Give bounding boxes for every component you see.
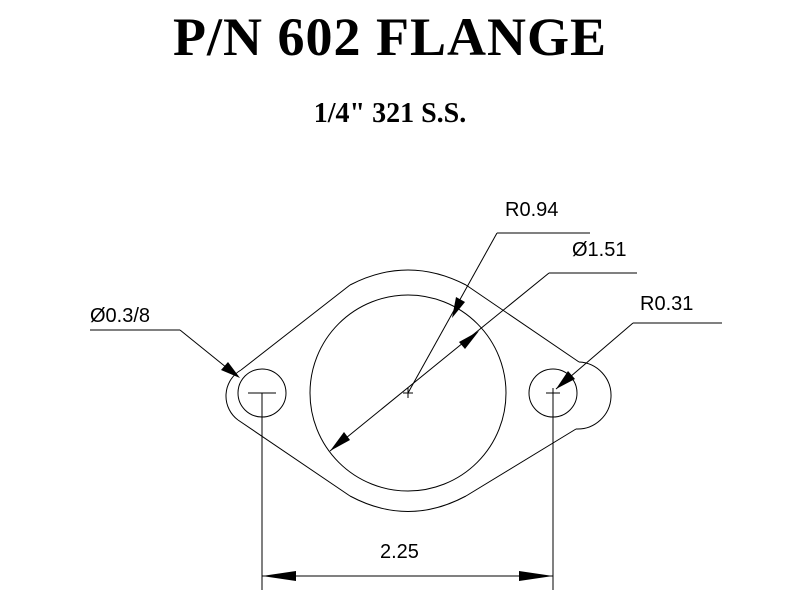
outline-top-right-edge (465, 284, 580, 363)
outline-bottom-left-edge (237, 419, 351, 497)
right-ear-arc (575, 361, 612, 430)
ear-radius-callout: R0.31 (555, 293, 722, 390)
lobe-radius-label: R0.94 (505, 199, 558, 221)
bore-diameter-callout: Ø1.51 (329, 239, 637, 452)
part-title: P/N 602 FLANGE (172, 7, 607, 67)
right-bolt-hole-center-mark (546, 388, 560, 590)
bore-circle (309, 294, 507, 492)
outline-top-left-edge (240, 284, 351, 371)
left-ear-arc (225, 369, 242, 421)
left-bolt-hole-center-mark (248, 392, 276, 590)
ear-radius-label: R0.31 (640, 293, 693, 315)
lobe-radius-callout: R0.94 (407, 199, 590, 394)
material-subtitle: 1/4" 321 S.S. (313, 98, 467, 129)
bore-diameter-label: Ø1.51 (572, 239, 626, 261)
outline-top-lobe-arc (349, 269, 467, 286)
bolt-hole-diameter-label: Ø0.3/8 (90, 305, 150, 327)
bolt-hole-diameter-callout: Ø0.3/8 (90, 305, 240, 378)
bolt-spacing-dimension: 2.25 (262, 541, 553, 581)
outline-bottom-lobe-arc (349, 495, 467, 512)
outline-bottom-right-edge (465, 428, 577, 497)
bolt-spacing-label: 2.25 (380, 541, 419, 563)
flange-outline (225, 269, 612, 512)
